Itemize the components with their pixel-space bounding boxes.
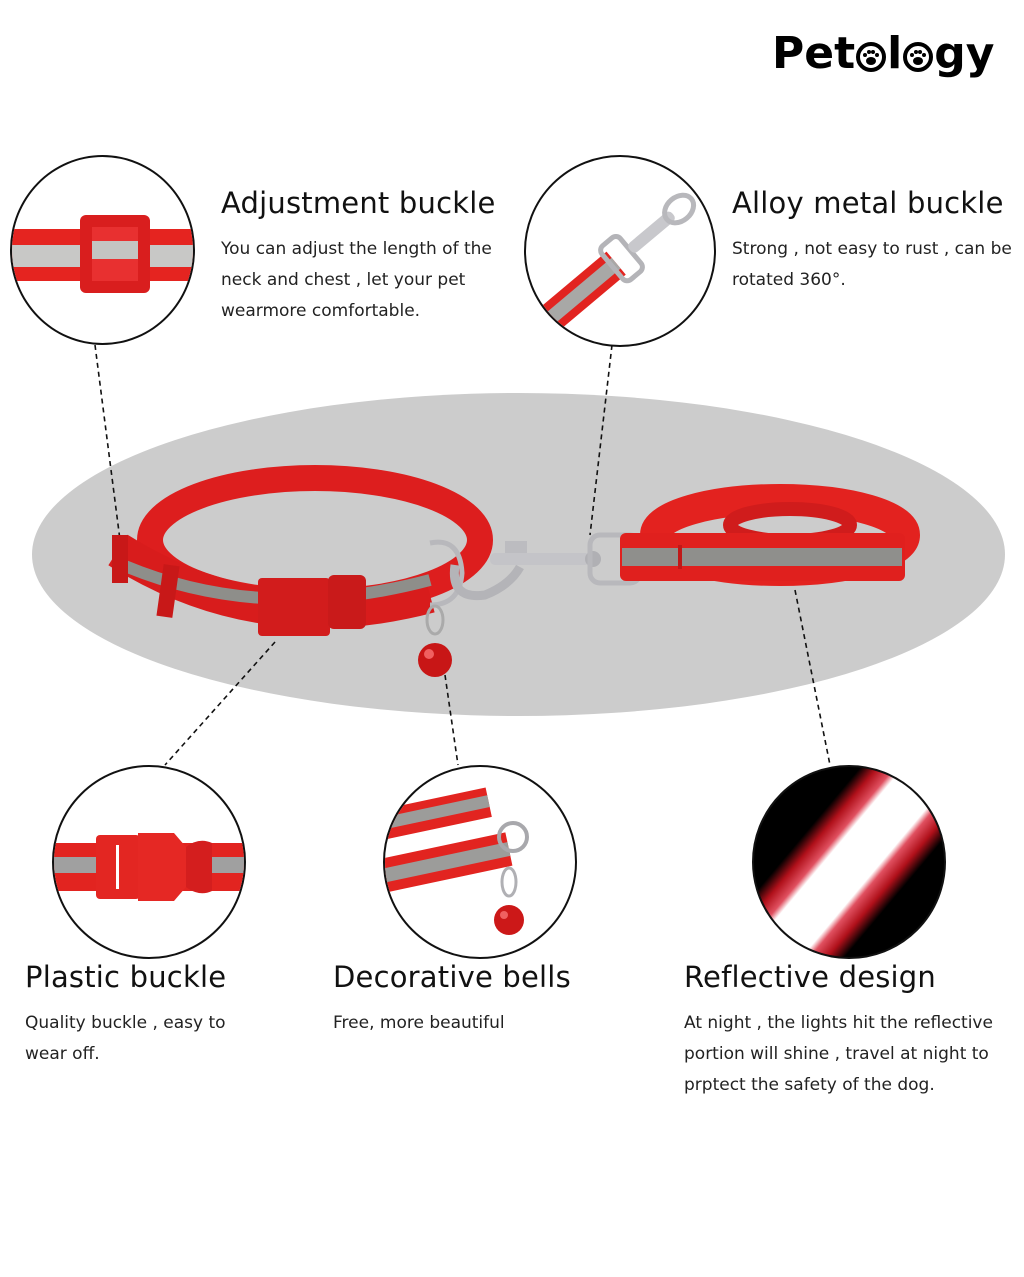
feature-description-adjustment-buckle: You can adjust the length of the neck an… xyxy=(221,234,492,327)
logo-text-pet: Pet xyxy=(772,28,856,79)
description-line: prptect the safety of the dog. xyxy=(684,1075,935,1095)
description-line: neck and chest , let your pet xyxy=(221,270,466,290)
description-line: At night , the lights hit the reflective xyxy=(684,1013,993,1033)
plastic-buckle-closeup-image xyxy=(52,765,246,959)
description-line: Strong , not easy to rust , can be xyxy=(732,239,1012,259)
logo-text-l: l xyxy=(887,28,903,79)
logo-text-gy: gy xyxy=(934,28,995,79)
description-line: Quality buckle , easy to xyxy=(25,1013,226,1033)
description-line: rotated 360°. xyxy=(732,270,846,290)
feature-title-decorative-bells: Decorative bells xyxy=(333,960,571,994)
bell-closeup-image xyxy=(383,765,577,959)
feature-description-plastic-buckle: Quality buckle , easy to wear off. xyxy=(25,1008,226,1070)
feature-title-alloy-metal-buckle: Alloy metal buckle xyxy=(732,186,1004,220)
brand-logo: Pet l gy xyxy=(772,32,994,76)
reflective-strip-closeup-image xyxy=(752,765,946,959)
feature-description-alloy-metal-buckle: Strong , not easy to rust , can be rotat… xyxy=(732,234,1012,296)
metal-buckle-closeup-image xyxy=(524,155,716,347)
feature-description-reflective-design: At night , the lights hit the reflective… xyxy=(684,1008,993,1101)
feature-description-decorative-bells: Free, more beautiful xyxy=(333,1008,505,1039)
description-line: wear off. xyxy=(25,1044,100,1064)
paw-icon xyxy=(856,42,887,72)
description-line: wearmore comfortable. xyxy=(221,301,421,321)
product-image-collar-leash xyxy=(108,465,920,677)
paw-icon xyxy=(903,42,934,72)
feature-title-reflective-design: Reflective design xyxy=(684,960,936,994)
feature-title-plastic-buckle: Plastic buckle xyxy=(25,960,227,994)
description-line: You can adjust the length of the xyxy=(221,239,492,259)
feature-title-adjustment-buckle: Adjustment buckle xyxy=(221,186,496,220)
description-line: portion will shine , travel at night to xyxy=(684,1044,989,1064)
description-line: Free, more beautiful xyxy=(333,1013,505,1033)
adjustment-buckle-closeup-image xyxy=(10,155,195,345)
